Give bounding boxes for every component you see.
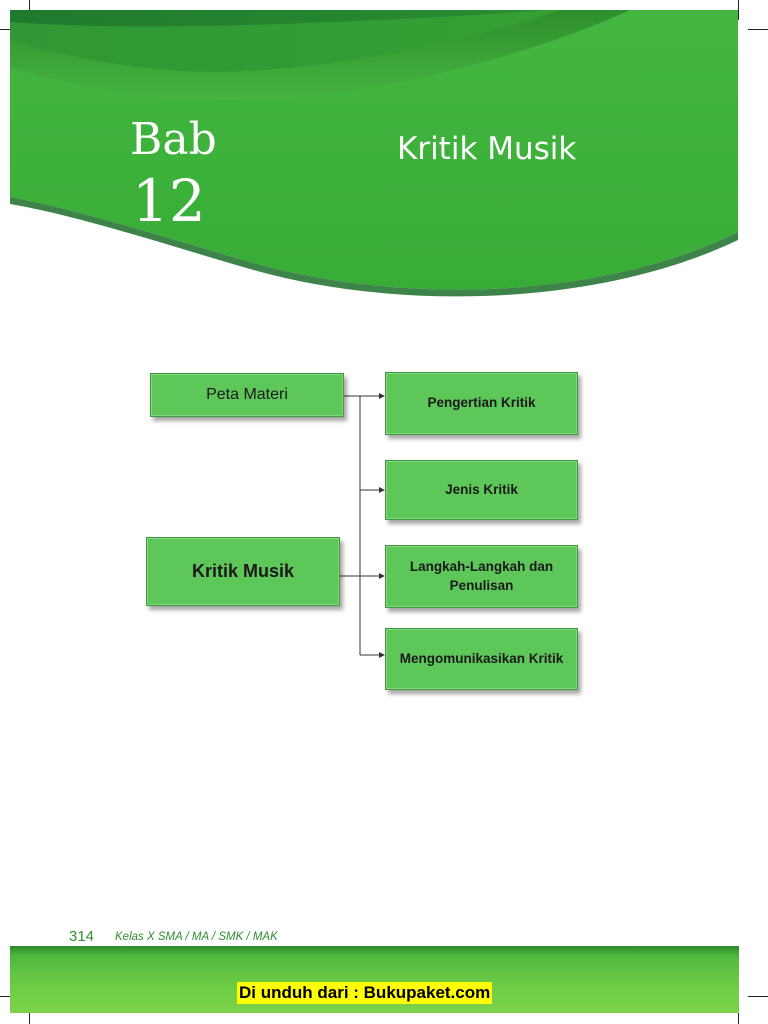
crop-mark-top-right-h: [748, 29, 768, 30]
concept-map-root: Kritik Musik: [146, 537, 340, 606]
crop-mark-bottom-left-v: [29, 1004, 30, 1024]
chapter-label: Bab: [130, 114, 217, 165]
concept-map-branch: Jenis Kritik: [385, 460, 578, 520]
chapter-number: 12: [132, 167, 206, 235]
page-number: 314: [69, 928, 95, 945]
chapter-title: Kritik Musik: [397, 131, 577, 167]
crop-mark-bottom-right-v: [738, 1004, 739, 1024]
source-link[interactable]: Di unduh dari : Bukupaket.com: [237, 982, 493, 1004]
crop-mark-bottom-right-h: [748, 996, 768, 997]
concept-map-heading: Peta Materi: [150, 373, 344, 417]
concept-map-branch: Pengertian Kritik: [385, 372, 578, 435]
concept-map-branch: Langkah-Langkah dan Penulisan: [385, 545, 578, 608]
book-info: Kelas X SMA / MA / SMK / MAK: [115, 931, 278, 943]
chapter-header-banner: [10, 10, 738, 297]
concept-map-branch: Mengomunikasikan Kritik: [385, 628, 578, 690]
crop-mark-top-right-v: [738, 0, 739, 20]
